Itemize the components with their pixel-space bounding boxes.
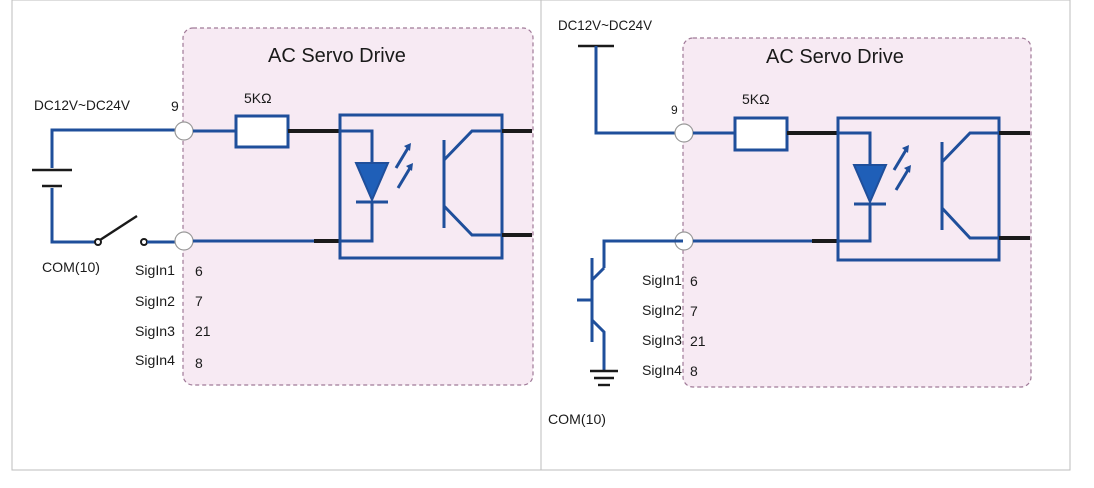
com-label: COM(10): [42, 259, 100, 275]
signal-pin: 7: [195, 293, 203, 309]
signal-pin: 8: [690, 363, 698, 379]
switch-contact: [94, 238, 102, 246]
transistor-emitter: [590, 318, 606, 370]
light-arrow-icon: [892, 149, 908, 171]
resistor-label: 5KΩ: [244, 90, 272, 106]
phototransistor-collector: [442, 129, 502, 162]
phototransistor-collector: [940, 131, 999, 164]
light-arrow-head-icon: [902, 145, 909, 153]
phototransistor-emitter: [940, 206, 999, 240]
led-diode-icon: [852, 164, 888, 205]
signal-wire: [602, 239, 683, 268]
drive-title: AC Servo Drive: [268, 45, 406, 67]
switch-contact: [140, 238, 148, 246]
terminal: [674, 123, 694, 143]
led-wire: [340, 202, 374, 243]
pin-label: 9: [171, 98, 179, 114]
optocoupler: [836, 116, 1001, 262]
signal-pin: 21: [690, 333, 706, 349]
terminal: [174, 231, 194, 251]
led-wire: [838, 131, 872, 165]
light-arrow-head-icon: [404, 143, 411, 151]
resistor: [733, 116, 789, 152]
light-arrow-head-icon: [406, 163, 413, 171]
led-wire: [838, 204, 872, 243]
drive-region: [182, 27, 534, 386]
pin-label: 9: [671, 103, 678, 117]
terminal: [174, 121, 194, 141]
optocoupler: [338, 113, 504, 260]
supply-label: DC12V~DC24V: [34, 97, 131, 113]
signal-name: SigIn4: [135, 352, 175, 368]
signal-pin: 6: [195, 263, 203, 279]
signal-name: SigIn4: [642, 362, 682, 378]
signal-name: SigIn1: [642, 272, 682, 288]
resistor-label: 5KΩ: [742, 91, 770, 107]
light-arrow-icon: [894, 169, 910, 191]
signal-name: SigIn3: [135, 323, 175, 339]
led-wire: [340, 129, 374, 163]
supply-wire: [50, 128, 183, 168]
switch-lever: [99, 214, 138, 242]
signal-list: SigIn1 6 SigIn2 7 SigIn3 21 SigIn4 8: [642, 272, 706, 379]
light-arrow-icon: [396, 167, 412, 189]
signal-pin: 7: [690, 303, 698, 319]
panel-transistor-input: AC Servo Drive DC12V~DC24V 9 COM(10) 5KΩ: [548, 17, 1032, 427]
supply-label: DC12V~DC24V: [558, 17, 653, 33]
phototransistor-emitter: [442, 204, 502, 237]
signal-pin: 21: [195, 323, 211, 339]
light-arrow-icon: [394, 147, 410, 169]
return-wire: [50, 188, 96, 244]
signal-name: SigIn2: [135, 293, 175, 309]
drive-region: [682, 37, 1032, 388]
signal-list: SigIn1 6 SigIn2 7 SigIn3 21 SigIn4 8: [135, 262, 211, 371]
com-label: COM(10): [548, 411, 606, 427]
supply-wire: [594, 46, 683, 135]
signal-name: SigIn3: [642, 332, 682, 348]
drive-title: AC Servo Drive: [766, 46, 904, 68]
transistor-collector: [590, 266, 606, 282]
signal-name: SigIn2: [642, 302, 682, 318]
light-arrow-head-icon: [904, 165, 911, 173]
resistor: [234, 114, 290, 149]
signal-name: SigIn1: [135, 262, 175, 278]
signal-pin: 8: [195, 355, 203, 371]
panel-switch-input: AC Servo Drive DC12V~DC24V 9 COM(10) 5KΩ: [32, 27, 534, 386]
signal-pin: 6: [690, 273, 698, 289]
led-diode-icon: [354, 162, 390, 203]
